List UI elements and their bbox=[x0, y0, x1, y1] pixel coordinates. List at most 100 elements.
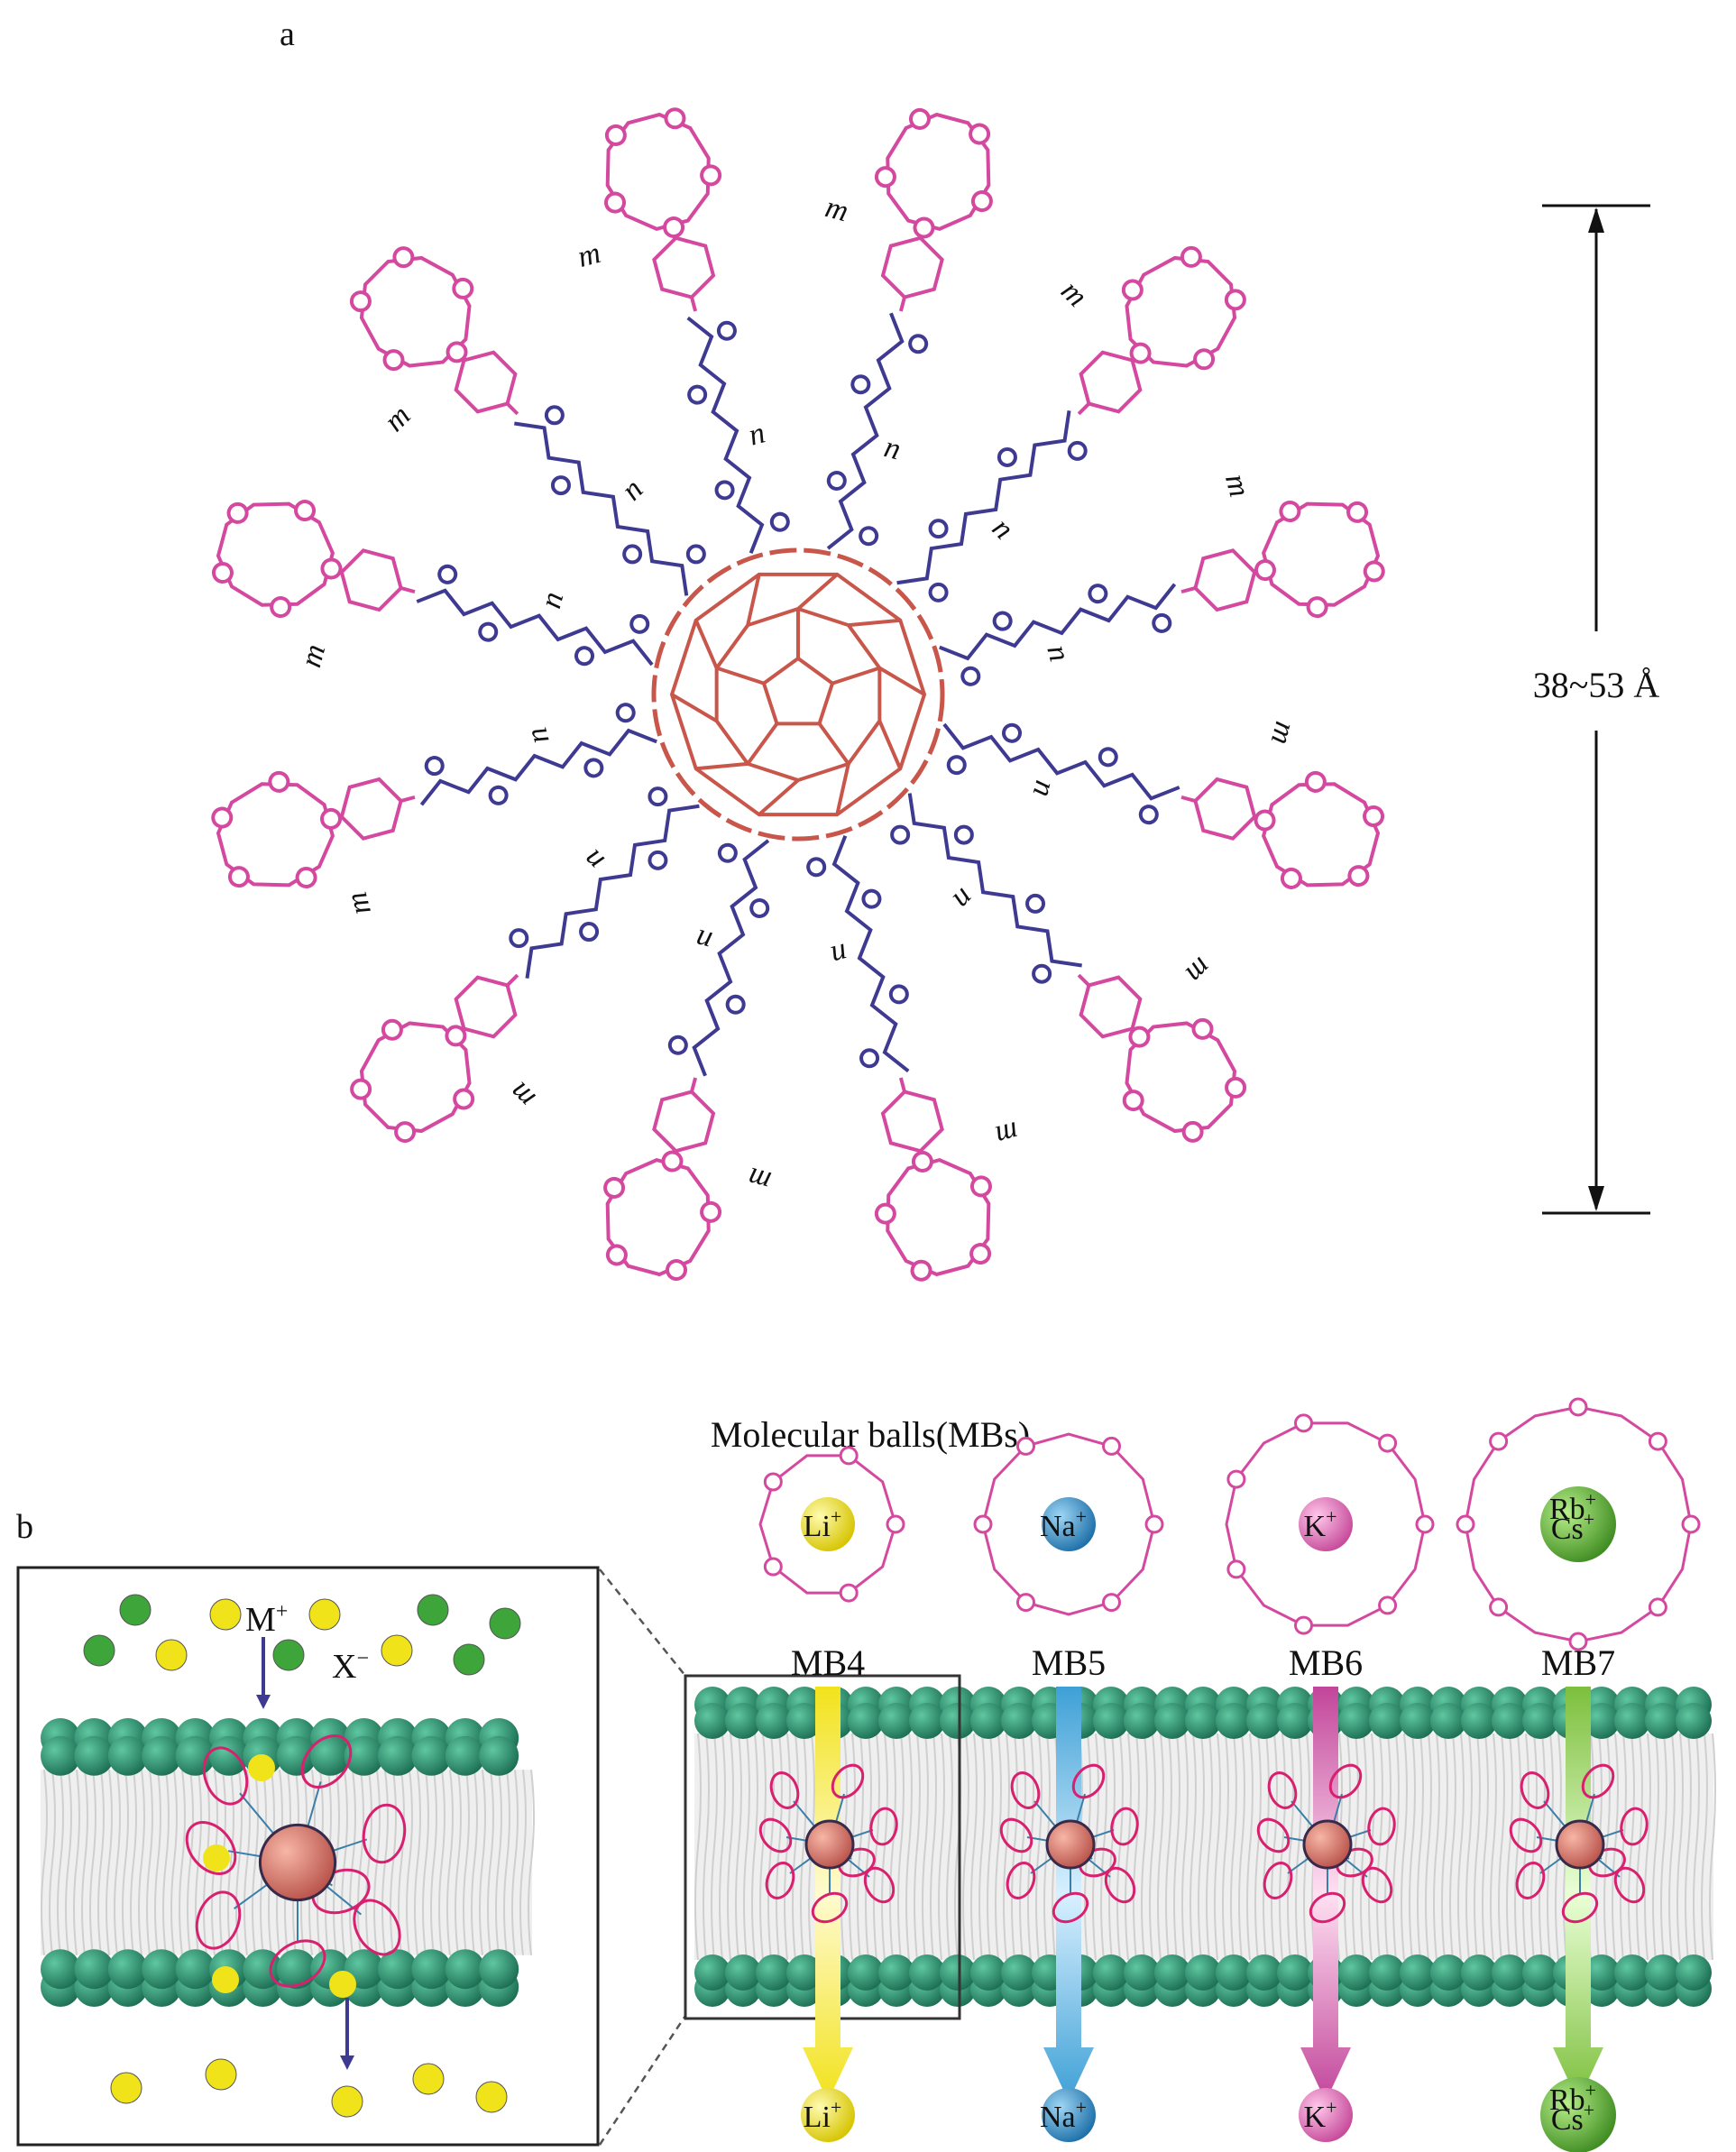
panel-b-letter: b bbox=[16, 1508, 33, 1546]
crown-oxygen bbox=[969, 123, 991, 145]
repeat-n-label: n bbox=[615, 473, 649, 507]
ion-label-bottom: Rb+Cs+ bbox=[1549, 2079, 1596, 2137]
crown-oxygen bbox=[1681, 1514, 1701, 1534]
crown-oxygen bbox=[1648, 1597, 1667, 1617]
crown-oxygen bbox=[1102, 1593, 1121, 1613]
crown-oxygen bbox=[1102, 1436, 1121, 1456]
repeat-m-label: m bbox=[744, 1161, 774, 1199]
crown-ring-icon bbox=[769, 1771, 800, 1809]
molecular-arm: nm bbox=[350, 786, 700, 1144]
crown-ring-icon bbox=[185, 1821, 237, 1875]
crown-oxygen bbox=[908, 107, 931, 130]
crown-ring-icon bbox=[1328, 1763, 1363, 1799]
crown-oxygen bbox=[381, 1018, 403, 1041]
inset-anion-label: X− bbox=[332, 1647, 369, 1686]
molecular-arm: nm bbox=[942, 718, 1385, 889]
mb-label: MB6 bbox=[1289, 1642, 1363, 1683]
ester-oxygen bbox=[488, 785, 509, 805]
repeat-m-label: m bbox=[574, 236, 604, 274]
molecular-arm: nm bbox=[349, 246, 706, 596]
crown-oxygen bbox=[295, 866, 317, 888]
crown-oxygen bbox=[874, 1202, 896, 1225]
crown-ring-icon bbox=[195, 1890, 242, 1950]
crown-oxygen bbox=[350, 1078, 372, 1100]
fullerene-edge bbox=[877, 720, 903, 770]
ion-sphere-top bbox=[1299, 1497, 1353, 1551]
crown-oxygen bbox=[1489, 1597, 1509, 1617]
ester-oxygen bbox=[908, 334, 929, 354]
mini-molecular-ball bbox=[1256, 1763, 1396, 1924]
anion-sphere bbox=[83, 1634, 115, 1667]
ester-oxygen bbox=[861, 888, 882, 909]
repeat-m-label: m bbox=[378, 399, 418, 438]
fullerene-face bbox=[761, 656, 835, 726]
fullerene-edge bbox=[695, 761, 749, 771]
crown-oxygen bbox=[382, 349, 405, 372]
fullerene-edge bbox=[796, 573, 839, 611]
molecular-arm: nm bbox=[822, 107, 993, 550]
ion-sphere-bottom bbox=[1299, 2088, 1353, 2142]
repeat-m-label: m bbox=[822, 190, 851, 228]
crown-oxygen bbox=[1180, 245, 1202, 268]
ester-oxygen bbox=[749, 897, 770, 918]
ester-oxygen bbox=[478, 621, 499, 642]
ester-oxygen bbox=[648, 850, 668, 870]
fullerene-outline bbox=[651, 547, 945, 841]
lipid-headgroups bbox=[41, 1718, 519, 2007]
ester-oxygen bbox=[714, 480, 735, 501]
ester-oxygen bbox=[717, 842, 738, 863]
aryl-bond bbox=[400, 586, 416, 594]
ester-oxygen bbox=[615, 703, 636, 723]
crown-ring-icon bbox=[1309, 1891, 1346, 1924]
crown-ring-icon bbox=[269, 1939, 326, 1988]
crown-oxygen bbox=[1280, 867, 1302, 889]
crown-oxygen bbox=[763, 1557, 783, 1577]
molecular-arm: nm bbox=[211, 500, 654, 671]
cation-sphere bbox=[412, 2063, 445, 2095]
aryl-bond bbox=[898, 297, 906, 312]
fullerene-edge bbox=[758, 778, 800, 816]
crown-ring-icon bbox=[999, 1817, 1033, 1853]
crown-oxygen bbox=[839, 1583, 859, 1603]
fullerene-edge bbox=[831, 666, 880, 685]
crown-oxygen bbox=[394, 1121, 417, 1144]
fullerene-core bbox=[651, 547, 945, 841]
cation-sphere bbox=[212, 1966, 239, 1993]
cation-sphere bbox=[331, 2085, 363, 2118]
crown-oxygen bbox=[1279, 501, 1301, 523]
crown-oxygen bbox=[1456, 1514, 1475, 1534]
crown-ring-icon bbox=[1267, 1771, 1298, 1809]
ester-oxygen bbox=[859, 1048, 880, 1069]
aryl-bond bbox=[506, 402, 519, 416]
ester-oxygen bbox=[1088, 584, 1108, 604]
benzene-ring bbox=[652, 1090, 716, 1154]
anion-sphere bbox=[272, 1639, 305, 1671]
crown-oxygen bbox=[1016, 1436, 1035, 1456]
dimension-label: 38~53 Å bbox=[1533, 665, 1660, 705]
cation-sphere bbox=[110, 2072, 142, 2104]
fullerene-icon bbox=[1302, 1819, 1353, 1870]
fullerene-icon bbox=[258, 1823, 337, 1902]
dimension-bar bbox=[1542, 204, 1650, 1215]
crown-oxygen bbox=[661, 1150, 684, 1173]
repeat-n-label: n bbox=[881, 430, 905, 466]
crown-oxygen bbox=[392, 246, 415, 269]
crown-oxygen bbox=[874, 166, 896, 189]
crown-ring-icon bbox=[831, 1763, 865, 1799]
crown-oxygen bbox=[1294, 1615, 1314, 1635]
crown-oxygen bbox=[268, 770, 290, 793]
crown-ring-icon bbox=[1581, 1763, 1615, 1799]
ion-sphere-top bbox=[1540, 1486, 1616, 1562]
crown-ring-icon bbox=[1010, 1771, 1041, 1809]
repeat-n-label: n bbox=[534, 588, 570, 612]
repeat-n-label: n bbox=[576, 843, 611, 878]
crown-ring-icon bbox=[202, 1746, 249, 1806]
linker-chain bbox=[896, 410, 1071, 585]
mini-molecular-ball bbox=[185, 1734, 407, 1988]
ester-oxygen bbox=[1025, 893, 1046, 914]
molecular-arm: nm bbox=[896, 245, 1246, 602]
cation-sphere bbox=[209, 1598, 242, 1631]
ester-oxygen bbox=[960, 666, 981, 686]
